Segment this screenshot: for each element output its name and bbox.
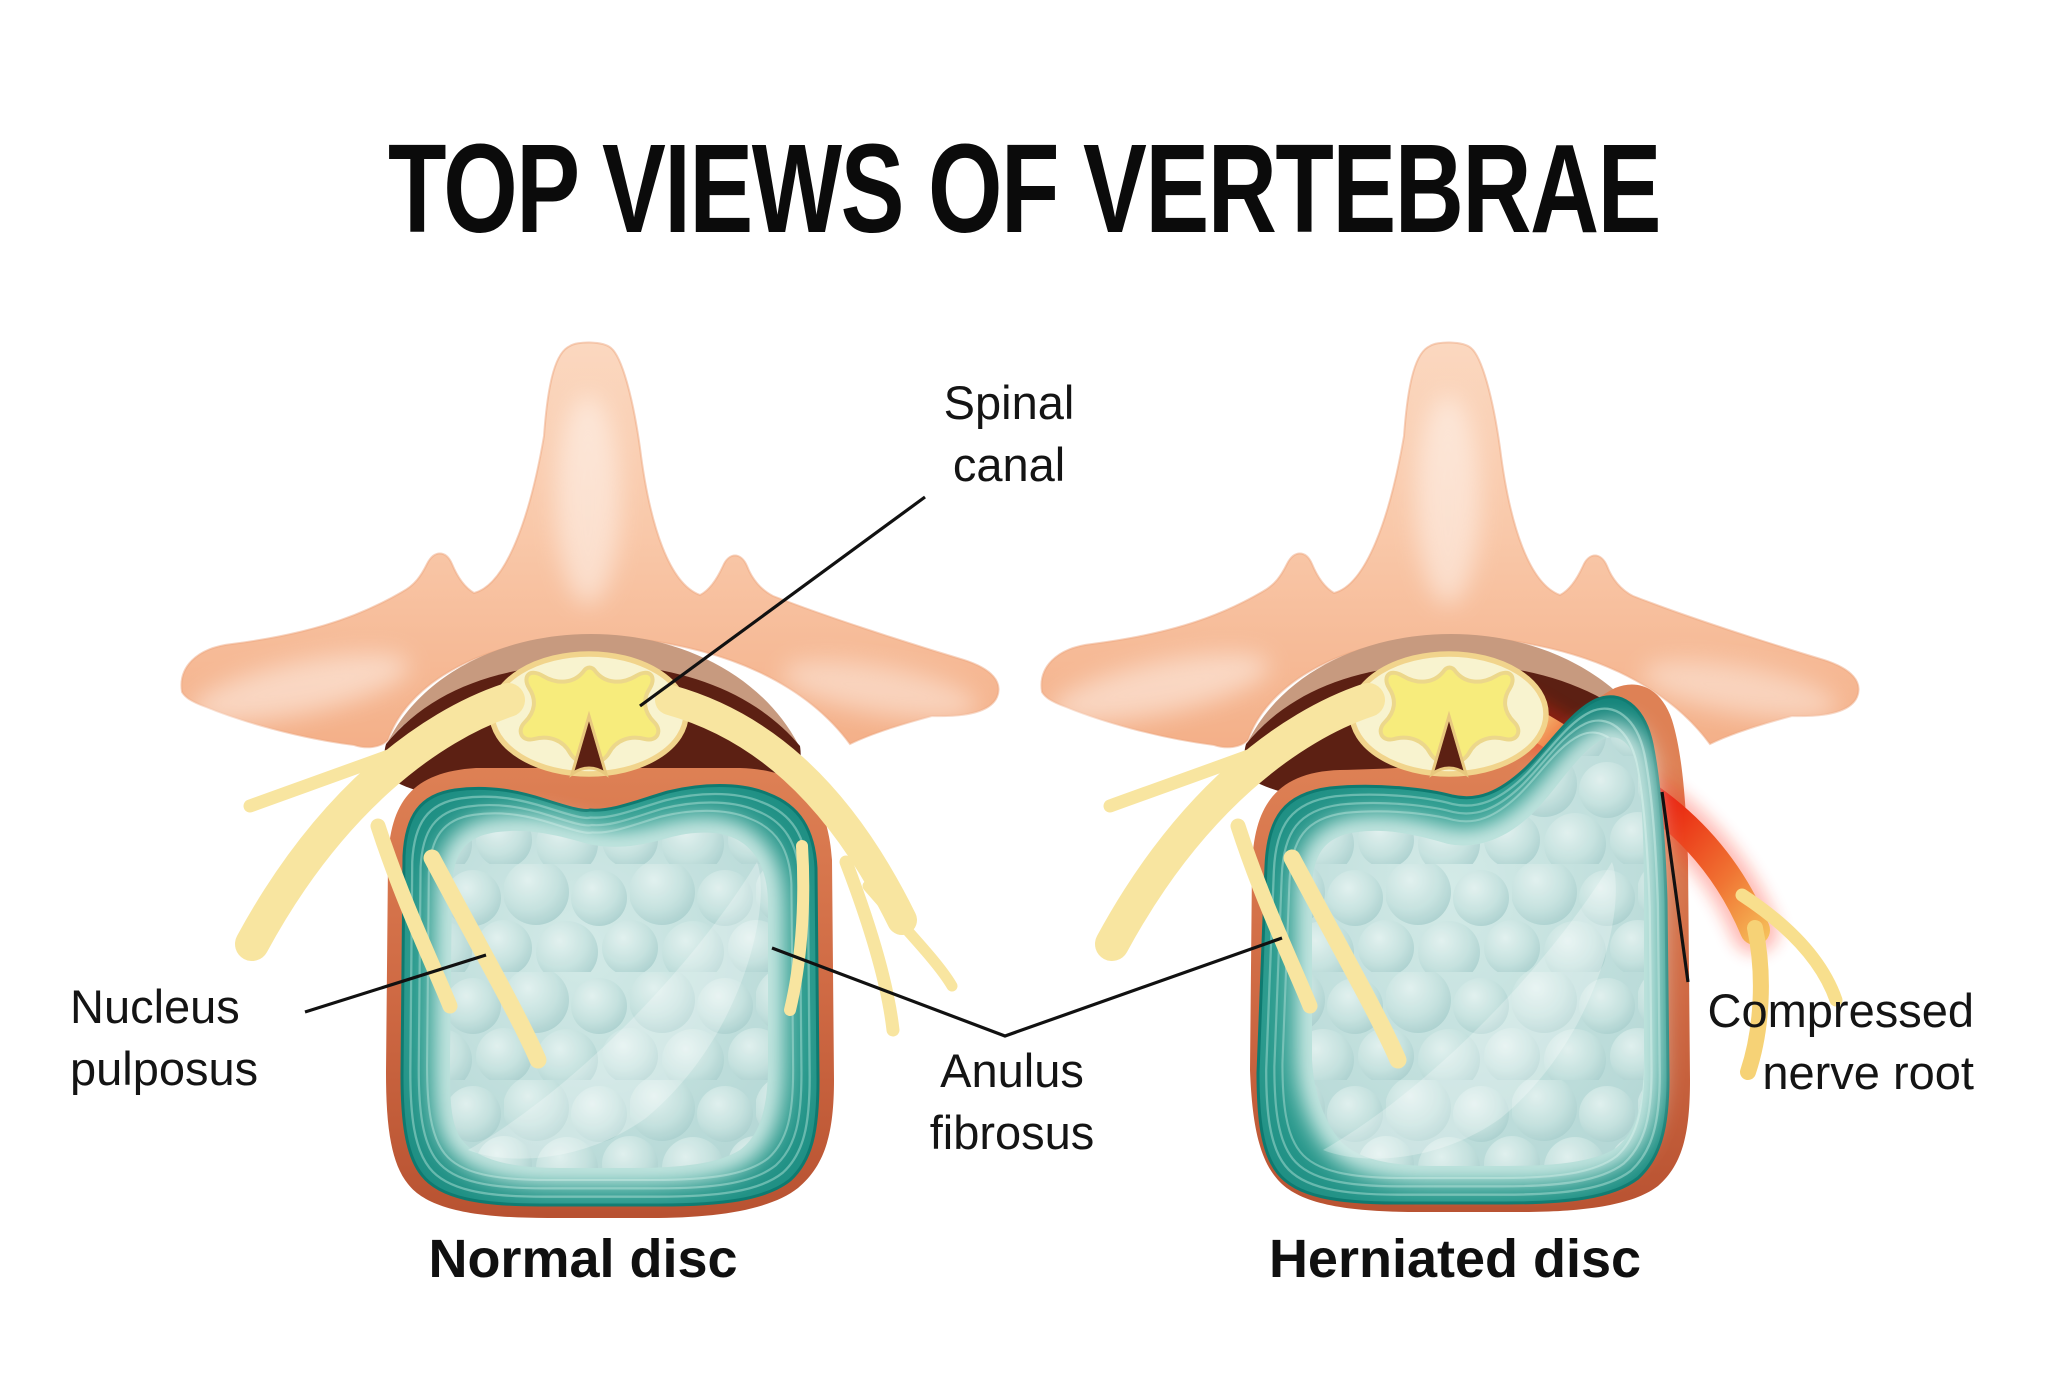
figure-normal-disc [181,342,998,1218]
label-spinal-canal: Spinal canal [943,376,1075,492]
page-title: TOP VIEWS OF VERTEBRAE [388,118,1661,259]
label-anulus-fibrosus: Anulus fibrosus [929,1044,1095,1160]
nucleus-sheen [468,862,761,1159]
leader-lines [304,495,1690,1038]
nerve-root-right [655,685,958,1037]
leader-anulus-fibrosus [771,936,1283,1038]
caption-herniated-disc: Herniated disc [1268,1229,1642,1289]
leader-compressed-nerve [1660,791,1690,983]
label-nucleus-pulposus: Nucleus pulposus [70,980,259,1096]
leader-spinal-canal [639,495,926,708]
figure-herniated-disc [1041,342,1858,1212]
leader-nucleus-pulposus [304,953,487,1014]
nucleus-sheen [1323,862,1616,1159]
label-compressed-nerve-root: Compressed nerve root [1707,984,1974,1100]
caption-normal-disc: Normal disc [428,1229,738,1289]
